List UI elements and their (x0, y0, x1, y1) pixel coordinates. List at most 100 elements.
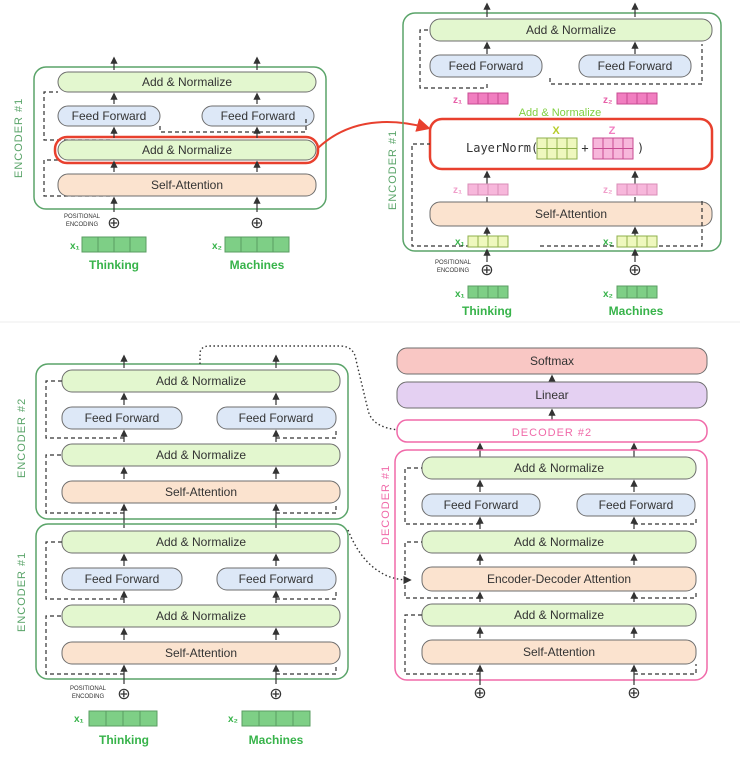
self-attention-label: Self-Attention (523, 645, 595, 659)
encoder-label: ENCODER #1 (13, 98, 25, 178)
plus-icon: ⊕ (627, 685, 640, 702)
add-normalize-box (429, 18, 713, 42)
residual-line (159, 116, 307, 133)
z-matrix (592, 137, 634, 160)
x1-vector (88, 710, 158, 727)
x1-vector (81, 236, 147, 253)
linear-label: Linear (535, 388, 568, 402)
decoder2-box (396, 419, 708, 443)
decoder1-label: DECODER #1 (380, 465, 392, 545)
add-normalize-label: Add & Normalize (142, 143, 232, 157)
decoder1-frame (394, 449, 708, 681)
feed-forward-label: Feed Forward (85, 572, 160, 586)
panel-top-right: ENCODER #1 Add & Normalize Feed Forward … (387, 2, 722, 318)
feed-forward-box (578, 54, 692, 78)
ghost-add-normalize: Add & Normalize (519, 107, 602, 119)
self-attention-box (429, 201, 713, 227)
feed-forward-box (61, 567, 183, 591)
encoder2-label: ENCODER #2 (16, 398, 28, 478)
z1-label: z₁ (453, 185, 462, 196)
word-thinking: Thinking (462, 304, 512, 318)
z1-label: z₁ (453, 95, 462, 106)
encoder-frame (402, 12, 722, 252)
residual-line (419, 29, 488, 89)
panel-bottom-right: Softmax Linear DECODER #2 DECODER #1 Add… (380, 347, 708, 702)
positional-encoding-label: POSITIONAL (70, 686, 107, 692)
residual-line (43, 159, 110, 197)
feed-forward-label: Feed Forward (598, 59, 673, 73)
add-normalize-box (57, 71, 317, 93)
zoom-arrow (317, 118, 431, 149)
softmax-box (396, 347, 708, 375)
self-attention-label: Self-Attention (151, 178, 223, 192)
layernorm-prefix: LayerNorm( (466, 141, 538, 155)
residual-lines (45, 541, 337, 675)
feed-forward-label: Feed Forward (449, 59, 524, 73)
x-matrix (536, 137, 578, 160)
z1-vector (467, 92, 509, 105)
feed-forward-label: Feed Forward (72, 109, 147, 123)
feed-forward-label: Feed Forward (444, 498, 519, 512)
panel-top-left: ENCODER #1 Add & Normalize Feed Forward … (13, 56, 327, 272)
x2-label: x₂ (603, 237, 613, 248)
positional-encoding-label: POSITIONAL (435, 260, 472, 266)
encoder1-label: ENCODER #1 (16, 552, 28, 632)
x1-vector (467, 235, 509, 248)
x1-label: x₁ (70, 241, 80, 252)
plus-icon: ⊕ (107, 215, 120, 232)
feed-forward-box (61, 406, 183, 430)
z-header: Z (609, 125, 616, 137)
encoder2-frame (35, 363, 349, 520)
x2-vector (616, 285, 658, 299)
x2-vector (241, 710, 311, 727)
encoder-output-connector (347, 529, 412, 585)
self-attention-box (61, 480, 341, 504)
plus-icon: ⊕ (473, 685, 486, 702)
feed-forward-label: Feed Forward (599, 498, 674, 512)
x2-label: x₂ (228, 714, 238, 725)
encoder-output-connector (199, 345, 412, 435)
plus-icon: ⊕ (117, 686, 130, 703)
plus-icon: ⊕ (628, 262, 641, 279)
z2-label: z₂ (603, 185, 612, 196)
residual-line (549, 44, 703, 85)
encoder-label: ENCODER #1 (387, 130, 399, 210)
add-normalize-label: Add & Normalize (142, 75, 232, 89)
feed-forward-box (576, 493, 696, 517)
feed-forward-box (421, 493, 541, 517)
x2-vector (224, 236, 290, 253)
encoder1-frame (35, 523, 349, 680)
self-attention-label: Self-Attention (165, 646, 237, 660)
self-attention-box (61, 641, 341, 665)
x1-label: x₁ (74, 714, 84, 725)
self-attention-label: Self-Attention (535, 207, 607, 221)
add-normalize-label: Add & Normalize (526, 23, 616, 37)
feed-forward-label: Feed Forward (221, 109, 296, 123)
x1-vector (467, 285, 509, 299)
add-normalize-label: Add & Normalize (156, 609, 246, 623)
add-normalize-box (61, 443, 341, 467)
word-machines: Machines (609, 304, 664, 318)
word-machines: Machines (249, 733, 304, 747)
positional-encoding-label: ENCODING (66, 222, 99, 228)
self-attention-label: Self-Attention (165, 485, 237, 499)
add-normalize-label: Add & Normalize (156, 448, 246, 462)
x2-label: x₂ (212, 241, 222, 252)
x2-label: x₂ (603, 289, 613, 300)
red-highlight-ring (53, 135, 320, 165)
plus-icon: ⊕ (480, 262, 493, 279)
word-machines: Machines (230, 258, 285, 272)
linear-box (396, 381, 708, 409)
residual-lines (404, 467, 697, 675)
add-normalize-label: Add & Normalize (156, 535, 246, 549)
word-thinking: Thinking (99, 733, 149, 747)
encoder-decoder-attention-box (421, 566, 697, 592)
plus-icon: ⊕ (269, 686, 282, 703)
decoder2-label: DECODER #2 (512, 427, 592, 439)
encoder-frame (33, 66, 327, 210)
feed-forward-label: Feed Forward (85, 411, 160, 425)
positional-encoding-label: ENCODING (437, 268, 470, 274)
add-normalize-label: Add & Normalize (514, 461, 604, 475)
flow-arrows (120, 553, 280, 684)
